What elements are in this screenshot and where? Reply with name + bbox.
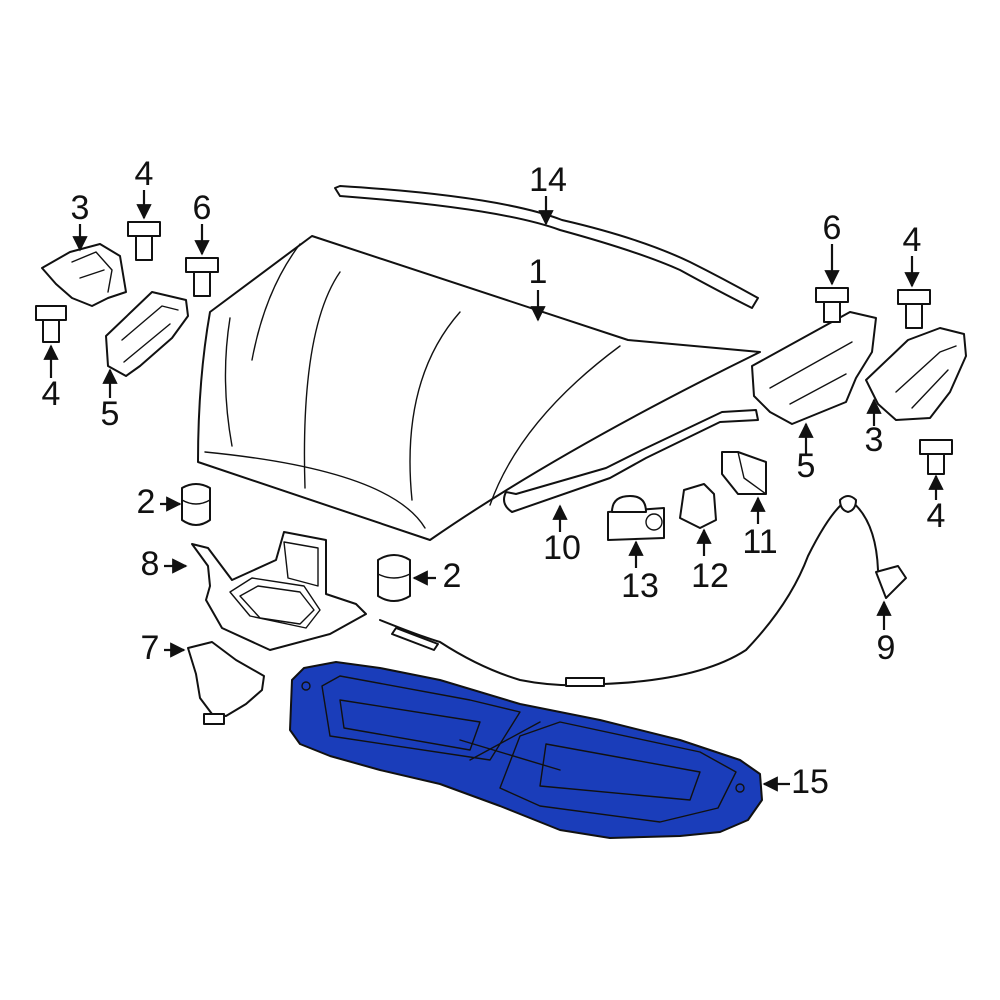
latch-7-part[interactable] — [187, 641, 265, 725]
striker-13-part[interactable] — [607, 495, 665, 541]
callout-4-bottom-right: 4 — [927, 497, 946, 535]
release-cable-part[interactable] — [379, 495, 907, 687]
prop-rod-part[interactable] — [503, 409, 759, 513]
callout-15: 15 — [791, 763, 829, 801]
bumper-left-part[interactable] — [181, 483, 211, 526]
hinge-right-part[interactable] — [865, 327, 967, 421]
bolt-4-top-left[interactable] — [127, 221, 161, 261]
callout-9: 9 — [877, 629, 896, 667]
callout-5-left: 5 — [101, 395, 120, 433]
bolt-6-left[interactable] — [185, 257, 219, 297]
holder-12-part[interactable] — [679, 483, 717, 529]
callout-4-top-left: 4 — [135, 155, 154, 193]
callout-11: 11 — [742, 523, 777, 561]
callout-5-right: 5 — [797, 447, 816, 485]
callout-12: 12 — [691, 557, 729, 595]
callout-6-left: 6 — [193, 189, 212, 227]
callout-7: 7 — [141, 629, 160, 667]
insulator-15-part[interactable] — [289, 661, 763, 839]
hinge-left-part[interactable] — [41, 243, 127, 307]
bolt-4-bottom-right[interactable] — [919, 439, 953, 475]
latch-support-part[interactable] — [191, 531, 367, 651]
callout-2-left: 2 — [137, 483, 156, 521]
callout-2-right: 2 — [443, 557, 462, 595]
callout-8: 8 — [141, 545, 160, 583]
callout-6-right: 6 — [823, 209, 842, 247]
callout-4-mid-left: 4 — [42, 375, 61, 413]
hinge-bracket-left-part[interactable] — [105, 291, 189, 377]
callout-3-left: 3 — [71, 189, 90, 227]
callout-1: 1 — [529, 253, 548, 291]
hinge-bracket-right-part[interactable] — [751, 311, 877, 425]
clip-11-part[interactable] — [721, 451, 767, 495]
callout-3-right: 3 — [865, 421, 884, 459]
hood-part[interactable] — [197, 235, 761, 541]
callout-14: 14 — [529, 161, 567, 199]
callout-10: 10 — [543, 529, 581, 567]
bolt-4-mid-left[interactable] — [35, 305, 67, 343]
bumper-right-part[interactable] — [377, 554, 411, 602]
callout-13: 13 — [621, 567, 659, 605]
callout-labels: 14 1 3 4 6 4 5 6 4 3 5 4 2 2 8 7 10 13 1… — [42, 155, 946, 801]
callout-4-top-right: 4 — [903, 221, 922, 259]
bolt-6-right[interactable] — [815, 287, 849, 323]
leader-lines — [43, 190, 944, 792]
bolt-4-top-right[interactable] — [897, 289, 931, 329]
